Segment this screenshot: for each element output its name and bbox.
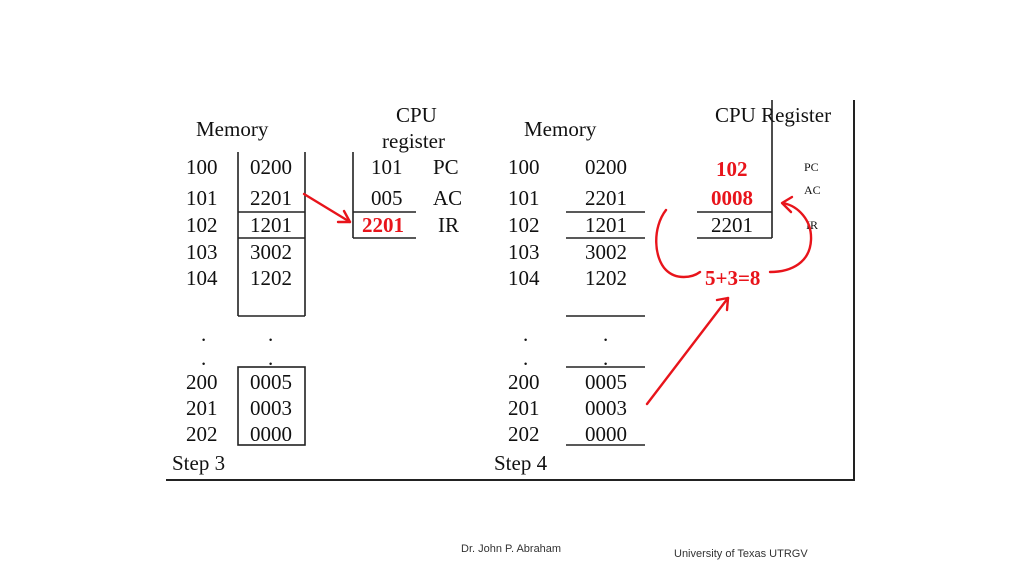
step3-val-102: 1201 (250, 213, 292, 237)
step3-val-201: 0003 (250, 396, 292, 420)
step3-memory-title: Memory (196, 117, 269, 141)
step3-ir-label: IR (438, 213, 459, 237)
step4-val-103: 3002 (585, 240, 627, 264)
step4-dots-addr-2: . (523, 346, 529, 370)
step4-pc-value: 102 (716, 157, 748, 181)
step4-dots-val-1: . (603, 322, 609, 346)
step3-val-100: 0200 (250, 155, 292, 179)
step3-pc-value: 101 (371, 155, 403, 179)
footer-institution: University of Texas UTRGV (674, 548, 808, 560)
step3-addr-200: 200 (186, 370, 218, 394)
step4-cpu-title: CPU Register (715, 103, 832, 127)
step3-ac-label: AC (433, 186, 463, 210)
step3-fetch-arrow (302, 192, 352, 224)
step3-val-104: 1202 (250, 266, 292, 290)
step3-addr-202: 202 (186, 422, 218, 446)
step4-addr-102: 102 (508, 213, 540, 237)
step3-ac-value: 005 (371, 186, 403, 210)
frame-right-border (853, 100, 855, 481)
step4-ir-value: 2201 (711, 213, 753, 237)
frame-bottom-border (166, 479, 855, 481)
step4-label: Step 4 (494, 451, 548, 475)
step4-val-201: 0003 (585, 396, 627, 420)
step3-val-103: 3002 (250, 240, 292, 264)
step3-dots-val-1: . (268, 322, 274, 346)
step4-addr-200: 200 (508, 370, 540, 394)
step4-dots-addr-1: . (523, 322, 529, 346)
step4-memory-title: Memory (524, 117, 597, 141)
step4-ac-arrowhead (780, 195, 794, 214)
step4-val-104: 1202 (585, 266, 627, 290)
step4-val-102: 1201 (585, 213, 627, 237)
step3-label: Step 3 (172, 451, 226, 475)
step4-ac-value: 0008 (711, 186, 753, 210)
step4-addr-103: 103 (508, 240, 540, 264)
step4-addr-101: 101 (508, 186, 540, 210)
step3-val-101: 2201 (250, 186, 292, 210)
step3-addr-100: 100 (186, 155, 218, 179)
step3-dots-addr-2: . (201, 346, 207, 370)
step4-left-curve (655, 208, 702, 279)
step4-ac-label: AC (804, 183, 821, 197)
step3-data-box (237, 366, 306, 446)
step3-cpu-title-line2: register (382, 129, 445, 153)
step4-sum-annotation: 5+3=8 (705, 266, 761, 290)
step4-val-200: 0005 (585, 370, 627, 394)
step4-addr-100: 100 (508, 155, 540, 179)
step4-dots-val-2: . (603, 346, 609, 370)
step4-operand-arrowhead (715, 296, 730, 312)
step3-val-200: 0005 (250, 370, 292, 394)
step4-right-curve (768, 201, 813, 274)
step4-pc-label: PC (804, 160, 819, 174)
step3-addr-201: 201 (186, 396, 218, 420)
step3-ir-value: 2201 (362, 213, 404, 237)
step4-val-101: 2201 (585, 186, 627, 210)
step4-addr-202: 202 (508, 422, 540, 446)
step4-val-202: 0000 (585, 422, 627, 446)
step4-addr-104: 104 (508, 266, 540, 290)
step3-dots-addr-1: . (201, 322, 207, 346)
step3-dots-val-2: . (268, 346, 274, 370)
step4-addr-201: 201 (508, 396, 540, 420)
step3-val-202: 0000 (250, 422, 292, 446)
step3-addr-101: 101 (186, 186, 218, 210)
step3-cpu-title-line1: CPU (396, 103, 437, 127)
step4-val-100: 0200 (585, 155, 627, 179)
step3-fetch-arrowhead (336, 209, 352, 224)
step4-operand-arrow (645, 296, 730, 406)
step3-pc-label: PC (433, 155, 459, 179)
step3-addr-104: 104 (186, 266, 218, 290)
step3-addr-103: 103 (186, 240, 218, 264)
step3-addr-102: 102 (186, 213, 218, 237)
footer-author: Dr. John P. Abraham (461, 543, 562, 555)
